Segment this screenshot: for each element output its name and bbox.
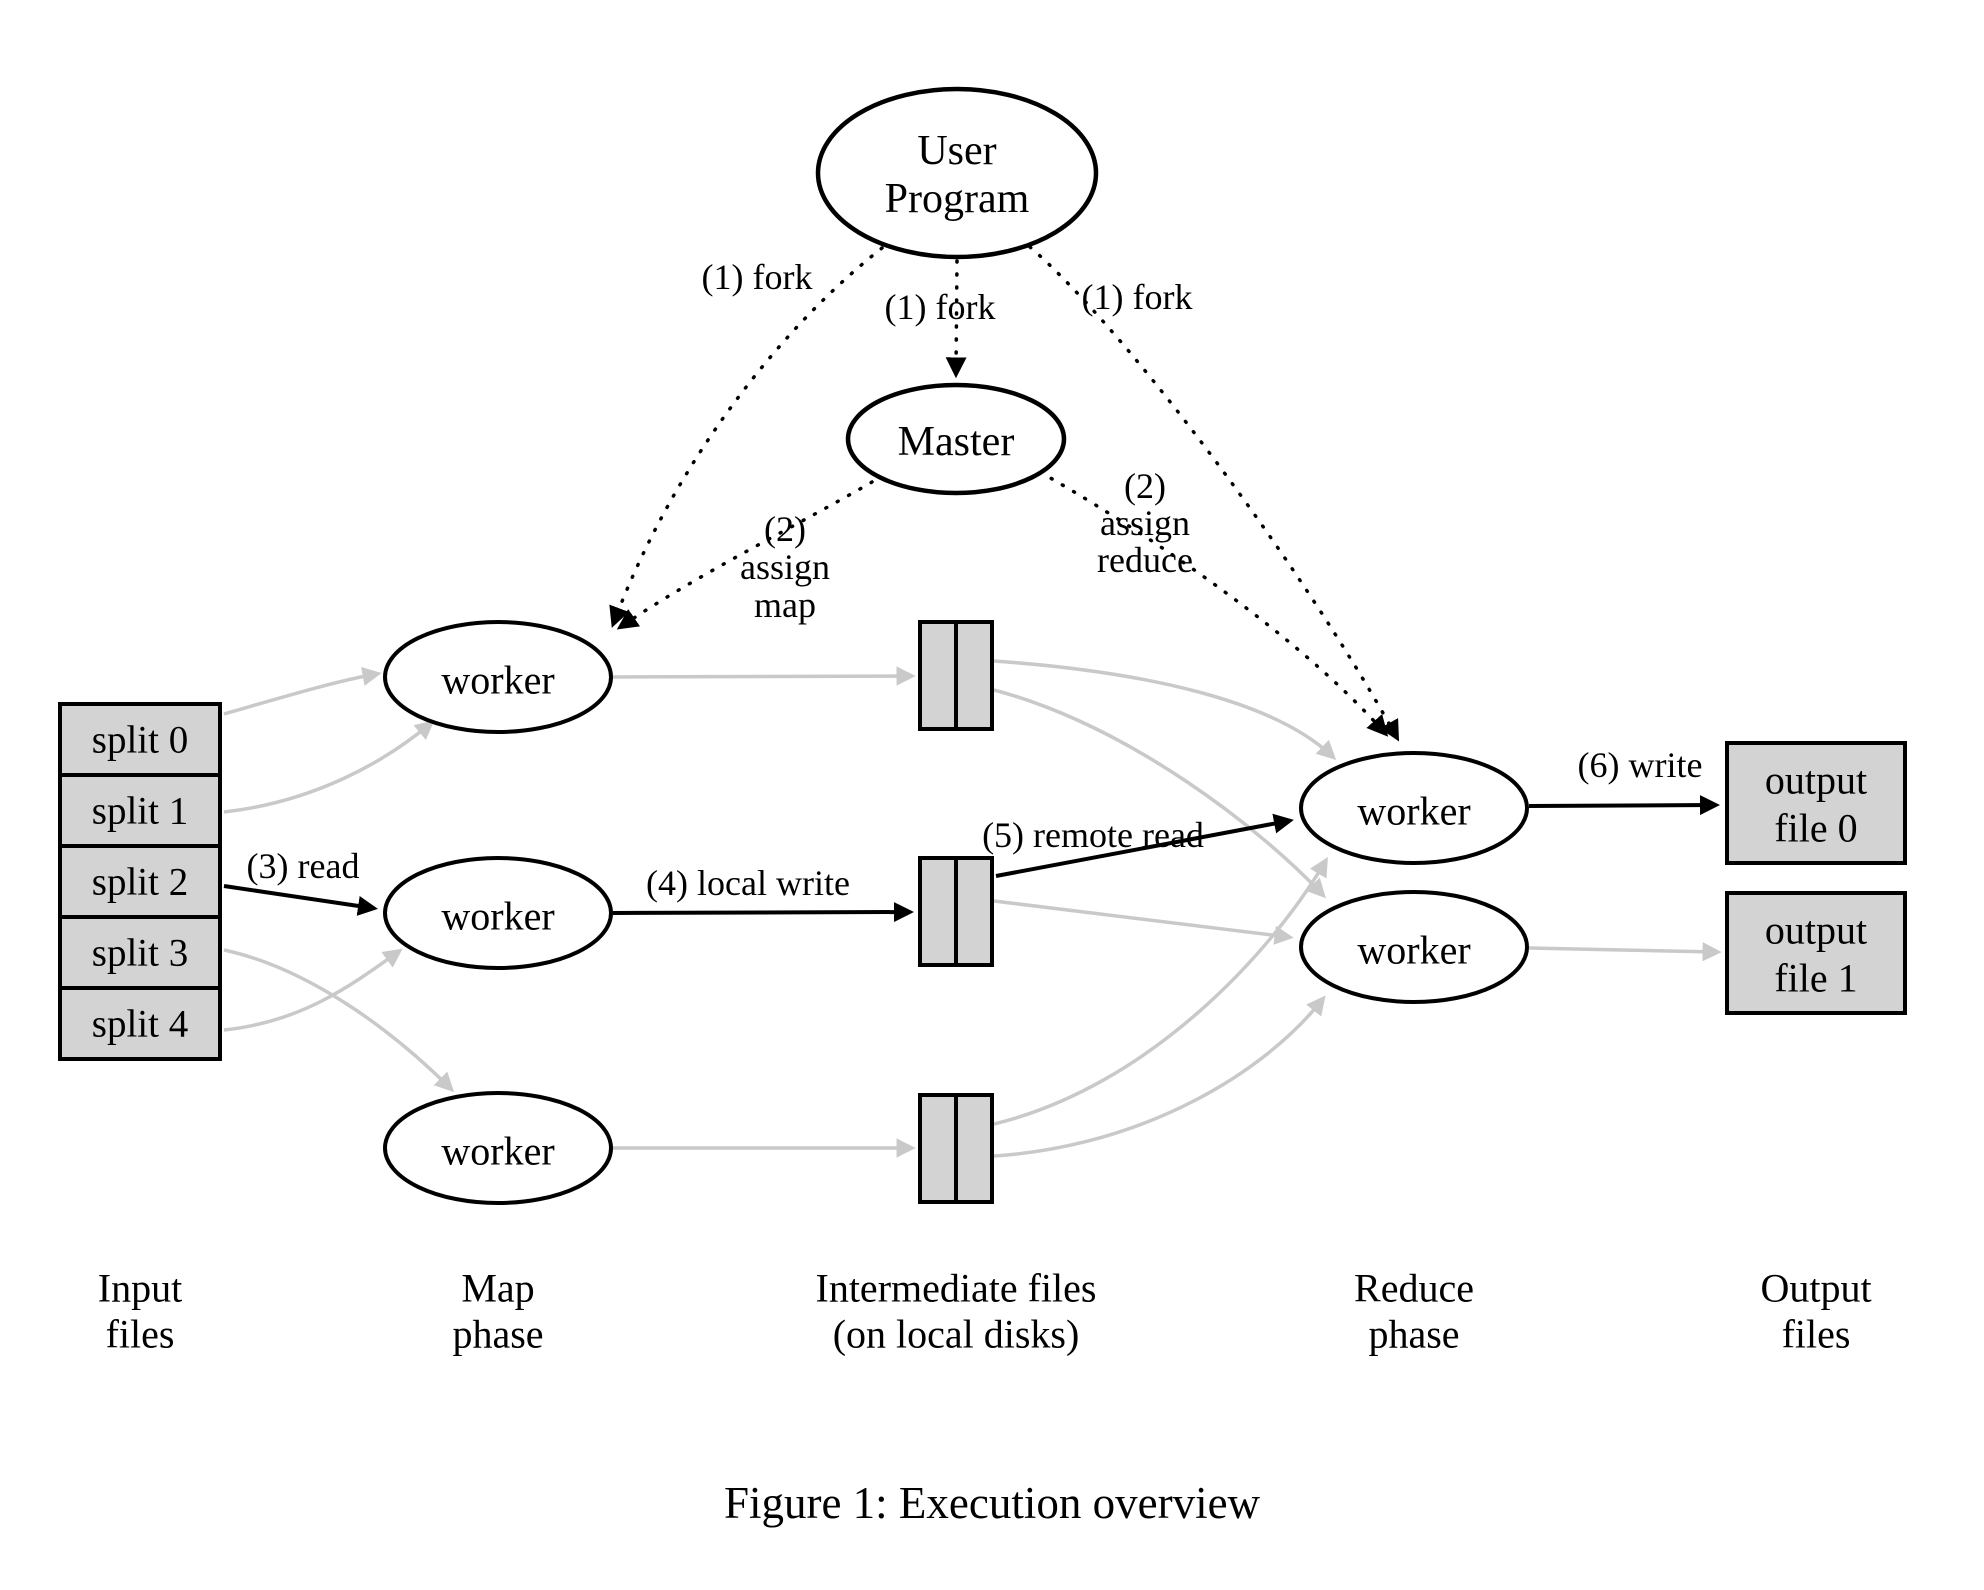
svg-text:files: files [1782, 1312, 1851, 1357]
edge-fork-center [945, 259, 967, 379]
svg-text:map: map [754, 585, 816, 625]
fork-center-label: (1) fork [885, 287, 996, 327]
column-label-intermediate-files: Intermediate files (on local disks) [816, 1266, 1097, 1357]
reduce-worker-2: worker [1299, 890, 1529, 1004]
svg-text:Output: Output [1760, 1266, 1871, 1311]
reduce-worker-1-label: worker [1357, 789, 1470, 834]
svg-text:reduce: reduce [1097, 540, 1193, 580]
edge-local-write [612, 902, 914, 923]
user-program-line-1: User [917, 128, 996, 174]
user-program-node: User Program [815, 86, 1099, 260]
split-0-label: split 0 [92, 719, 188, 762]
edge-split1-worker1 [223, 720, 435, 814]
edge-file3-reduce2 [993, 995, 1326, 1158]
output-0-line-1: output [1765, 758, 1867, 803]
map-worker-1-label: worker [441, 658, 554, 703]
edge-fork-right [1028, 245, 1400, 742]
svg-text:assign: assign [740, 547, 830, 587]
edge-read [223, 884, 378, 916]
input-stack-outline [58, 702, 222, 1061]
map-worker-2-label: worker [441, 894, 554, 939]
split-4-label: split 4 [92, 1003, 188, 1046]
output-1-line-2: file 1 [1774, 956, 1857, 1001]
assign-map-label: (2) assign map [740, 509, 830, 625]
intermediate-file-1 [918, 620, 994, 731]
column-label-input-files: Input files [98, 1266, 182, 1357]
map-worker-1: worker [383, 620, 613, 734]
output-1-line-1: output [1765, 908, 1867, 953]
assign-reduce-label: (2) assign reduce [1097, 466, 1193, 580]
local-write-label: (4) local write [646, 863, 850, 903]
split-1-label: split 1 [92, 790, 188, 833]
split-2-label: split 2 [92, 861, 188, 904]
edge-write [1528, 795, 1720, 816]
master-label: Master [898, 419, 1015, 465]
map-worker-3: worker [383, 1091, 613, 1205]
svg-text:phase: phase [452, 1312, 543, 1357]
intermediate-file-2 [918, 856, 994, 967]
user-program-line-2: Program [885, 176, 1030, 222]
split-3-label: split 3 [92, 932, 188, 975]
column-label-output-files: Output files [1760, 1266, 1871, 1357]
edge-split4-worker2 [223, 948, 403, 1032]
edge-file2-reduce2 [993, 899, 1294, 945]
edge-remote-read [995, 813, 1294, 878]
svg-text:Map: Map [461, 1266, 534, 1311]
edge-split0-worker1 [223, 666, 382, 716]
intermediate-file-3 [918, 1093, 994, 1204]
svg-text:Reduce: Reduce [1354, 1266, 1474, 1311]
edge-file3-reduce1 [993, 857, 1328, 1126]
edge-fork-left [609, 246, 884, 628]
edge-split3-worker3 [223, 948, 455, 1093]
figure-caption: Figure 1: Execution overview [724, 1478, 1261, 1528]
fork-left-label: (1) fork [702, 257, 813, 297]
fork-right-label: (1) fork [1082, 277, 1193, 317]
svg-text:(2): (2) [1124, 466, 1166, 506]
input-file-stack: split 0 split 1 split 2 split 3 split 4 [58, 702, 222, 1061]
reduce-worker-2-label: worker [1357, 928, 1470, 973]
column-label-map-phase: Map phase [452, 1266, 543, 1357]
edge-worker1-file1 [612, 666, 916, 686]
output-0-line-2: file 0 [1774, 806, 1857, 851]
reduce-worker-1: worker [1299, 751, 1529, 865]
svg-text:assign: assign [1100, 503, 1190, 543]
edge-assign-reduce [1038, 470, 1389, 737]
edge-file1-reduce1 [993, 659, 1337, 760]
map-worker-3-label: worker [441, 1129, 554, 1174]
master-node: Master [845, 382, 1067, 496]
output-file-1: output file 1 [1725, 891, 1907, 1015]
column-label-reduce-phase: Reduce phase [1354, 1266, 1474, 1357]
svg-text:phase: phase [1368, 1312, 1459, 1357]
output-file-0: output file 0 [1725, 741, 1907, 865]
svg-text:Intermediate files: Intermediate files [816, 1266, 1097, 1311]
svg-text:(2): (2) [764, 509, 806, 549]
remote-read-label: (5) remote read [982, 815, 1204, 855]
svg-text:files: files [106, 1312, 175, 1357]
edge-reduce2-output1 [1528, 942, 1722, 962]
map-worker-2: worker [383, 856, 613, 970]
edge-file1-reduce2 [993, 688, 1326, 899]
svg-text:Input: Input [98, 1266, 182, 1311]
read-label: (3) read [247, 846, 360, 886]
svg-text:(on local disks): (on local disks) [833, 1312, 1080, 1357]
write-label: (6) write [1578, 745, 1703, 785]
